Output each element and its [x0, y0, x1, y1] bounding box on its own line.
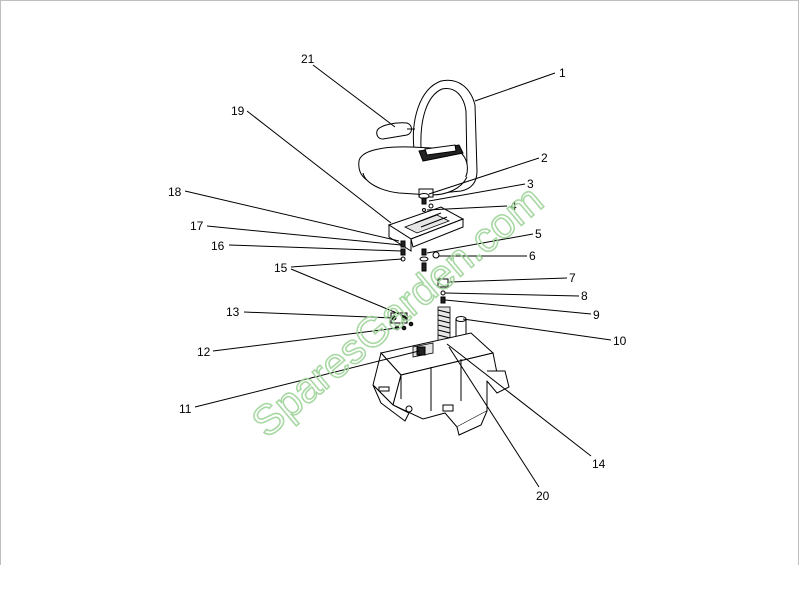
callout-19: 19: [231, 104, 245, 118]
callout-4: 4: [510, 199, 517, 213]
callout-5: 5: [535, 227, 542, 241]
callout-13: 13: [226, 305, 240, 319]
callout-1: 1: [559, 66, 566, 80]
leader-lines: [184, 64, 612, 488]
diagram-frame: 1 2 3 4 5 6 7 8 9 10 11 12 13 14 15 16 1…: [0, 0, 799, 565]
callout-8: 8: [581, 289, 588, 303]
callout-2: 2: [541, 151, 548, 165]
callout-6: 6: [529, 249, 536, 263]
callout-3: 3: [527, 177, 534, 191]
seat-hardware: [418, 193, 434, 212]
callout-17: 17: [190, 219, 204, 233]
callout-7: 7: [569, 271, 576, 285]
callout-labels: 1 2 3 4 5 6 7 8 9 10 11 12 13 14 15 16 1…: [168, 52, 627, 503]
callout-9: 9: [593, 308, 600, 322]
seat-mounting-plate: [387, 206, 465, 252]
callout-20: 20: [536, 489, 550, 503]
chassis-frame: [372, 332, 510, 436]
callout-10: 10: [613, 334, 627, 348]
callout-15: 15: [274, 261, 288, 275]
callout-18: 18: [168, 185, 182, 199]
callout-11: 11: [179, 402, 192, 416]
mounting-bolts: [400, 240, 440, 272]
callout-16: 16: [211, 239, 225, 253]
seat-part: [358, 79, 478, 198]
callout-14: 14: [592, 457, 606, 471]
left-armrest-part: [376, 122, 415, 140]
spring-assembly: [437, 278, 467, 352]
callout-21: 21: [301, 52, 315, 66]
callout-12: 12: [197, 345, 211, 359]
